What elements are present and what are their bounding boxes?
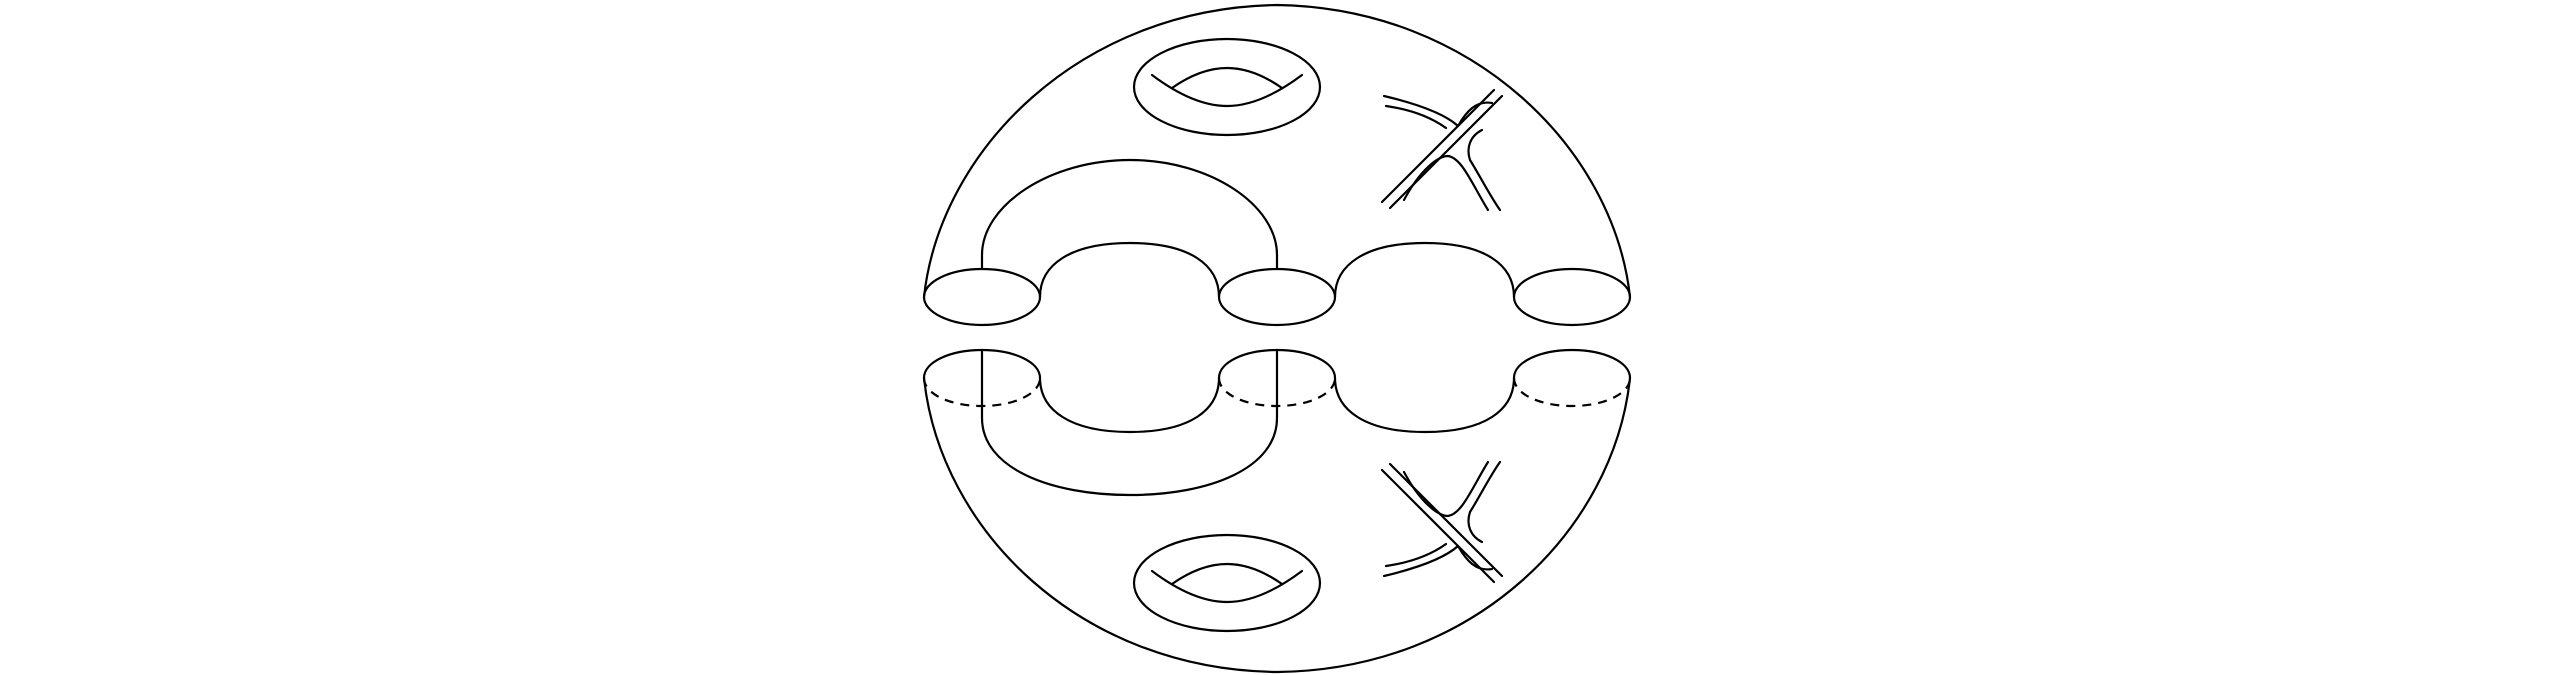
lower-band-curve <box>1382 544 1494 578</box>
upper-crossing-bands <box>1380 88 1504 212</box>
upper-arch-right <box>1333 241 1516 299</box>
lower-arch-left <box>1038 376 1221 434</box>
lower-half-surface <box>922 348 1632 674</box>
upper-band-line <box>1380 88 1496 204</box>
lower-torus-inner-lower <box>1150 569 1304 604</box>
upper-band-line <box>1388 94 1504 210</box>
upper-torus <box>1132 37 1322 137</box>
upper-band-curve <box>1467 128 1502 212</box>
upper-boundary-circle-1 <box>922 267 1042 327</box>
upper-boundary-circle-2 <box>1217 267 1337 327</box>
upper-band-curve <box>1382 94 1494 128</box>
lower-torus-inner-upper <box>1170 562 1284 586</box>
upper-outer-dome <box>922 3 1632 299</box>
lower-band-curve <box>1402 460 1490 518</box>
lower-band-curve <box>1467 460 1502 544</box>
upper-arch-left <box>1038 241 1221 299</box>
upper-handle-tube <box>980 158 1279 271</box>
lower-torus <box>1132 533 1322 633</box>
lower-boundary-circle-3-front <box>1512 348 1632 380</box>
lower-band-line <box>1388 462 1504 578</box>
upper-band-curve <box>1384 104 1448 130</box>
upper-half-surface <box>922 3 1632 327</box>
lower-outer-bowl <box>922 376 1632 674</box>
lower-boundary-circle-3-hidden <box>1512 377 1632 408</box>
upper-torus-inner-lower <box>1150 73 1304 108</box>
upper-band-curve <box>1402 154 1490 212</box>
lower-torus-outer <box>1132 533 1322 633</box>
upper-boundary-circle-3 <box>1512 267 1632 327</box>
lower-arch-right <box>1333 376 1516 434</box>
upper-torus-inner-upper <box>1170 66 1284 90</box>
upper-torus-outer <box>1132 37 1322 137</box>
lower-crossing-bands <box>1380 460 1504 584</box>
lower-band-line <box>1380 468 1496 584</box>
lower-handle-tube <box>980 348 1279 497</box>
lower-band-curve <box>1384 542 1448 568</box>
